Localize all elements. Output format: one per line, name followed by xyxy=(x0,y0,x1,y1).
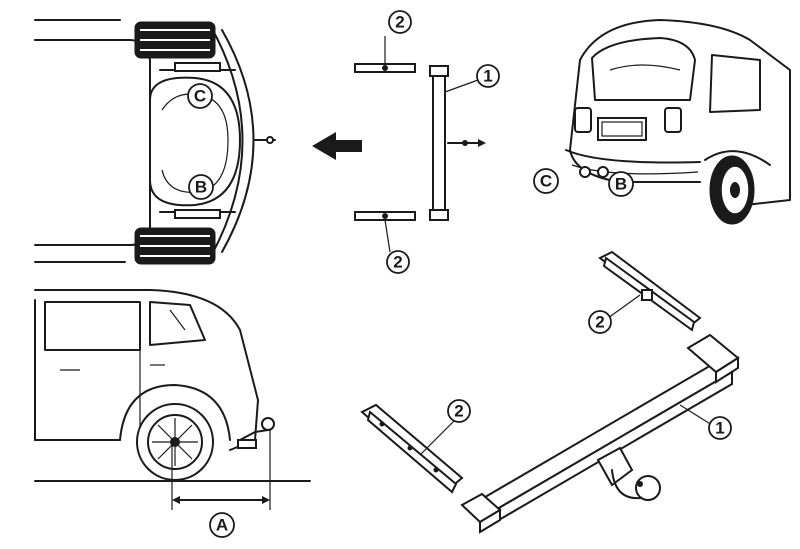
callout-2-upper: 2 xyxy=(388,10,412,34)
svg-text:1: 1 xyxy=(483,67,492,86)
callout-a-dimension: A xyxy=(209,512,235,538)
svg-text:2: 2 xyxy=(393,253,402,272)
exploded-parts: 2 2 1 xyxy=(354,10,500,274)
callout-1-beam: 1 xyxy=(476,64,500,88)
callout-b-rear: B xyxy=(608,171,634,197)
underside-view: C B xyxy=(34,19,276,265)
svg-text:2: 2 xyxy=(395,13,404,32)
svg-text:B: B xyxy=(615,175,627,194)
svg-text:C: C xyxy=(194,87,206,106)
callout-2-lower: 2 xyxy=(386,250,410,274)
callout-c-underside: C xyxy=(187,83,213,109)
callout-c-rear: C xyxy=(533,168,559,194)
direction-arrow-icon xyxy=(312,132,362,160)
svg-text:B: B xyxy=(195,178,207,197)
svg-text:2: 2 xyxy=(454,402,463,421)
hitch-assembly: 2 2 1 xyxy=(360,250,740,534)
callout-2-upper-right: 2 xyxy=(588,310,612,334)
rear-car-view: C B xyxy=(533,19,791,225)
svg-text:A: A xyxy=(216,516,228,535)
side-view: A xyxy=(34,289,311,538)
svg-text:1: 1 xyxy=(715,419,724,438)
svg-text:2: 2 xyxy=(595,313,604,332)
callout-b-underside: B xyxy=(188,174,214,200)
callout-1-hitch: 1 xyxy=(708,416,732,440)
callout-2-lower-left: 2 xyxy=(447,399,471,423)
svg-text:C: C xyxy=(540,172,552,191)
